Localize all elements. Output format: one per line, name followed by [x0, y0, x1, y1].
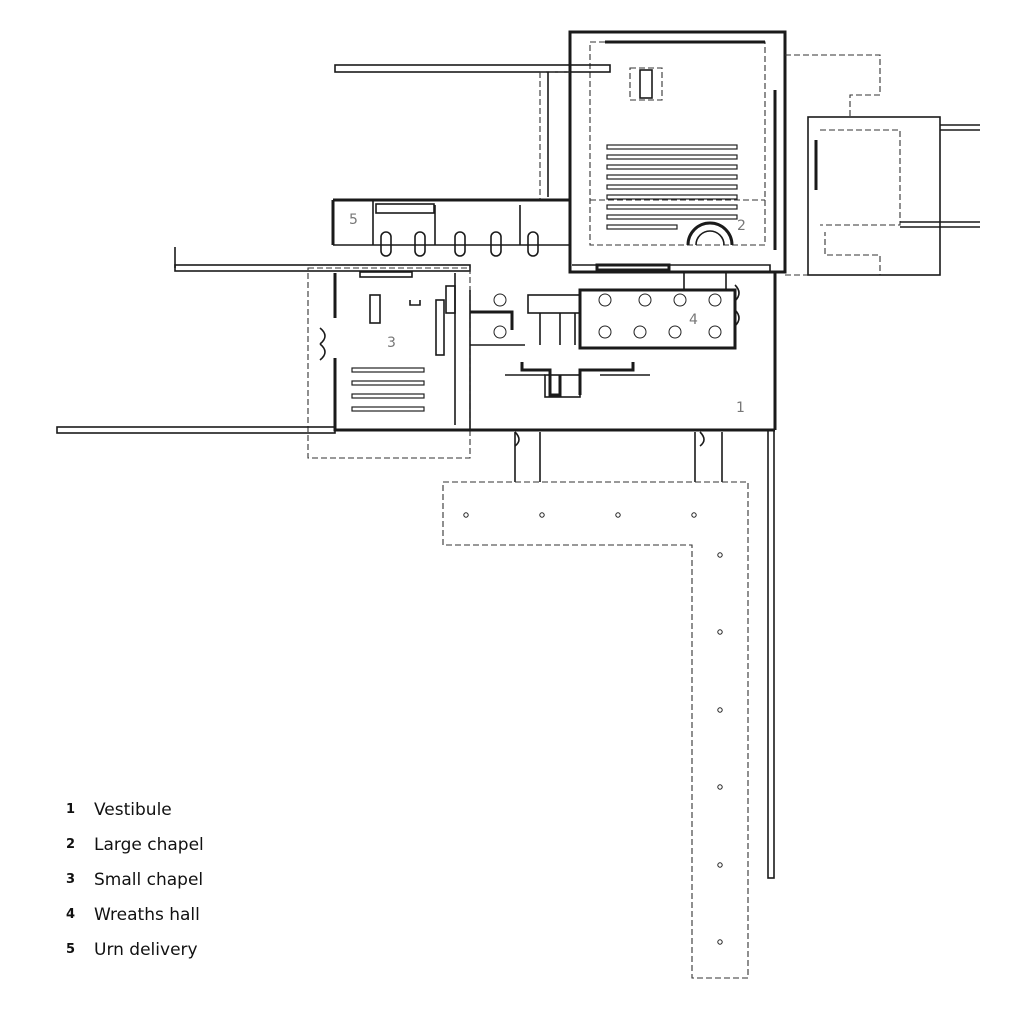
legend-number: 2	[66, 837, 76, 852]
right-annex	[785, 54, 980, 276]
legend-label: Vestibule	[94, 799, 172, 820]
column	[598, 325, 612, 339]
legend-number: 3	[66, 872, 76, 887]
pew	[606, 144, 738, 150]
column-dot	[717, 552, 723, 558]
legend-label: Small chapel	[94, 869, 204, 890]
label-large-chapel: 2	[737, 218, 746, 234]
column	[708, 293, 722, 307]
legend: 1 Vestibule 2 Large chapel 3 Small chapel 4…	[66, 792, 204, 967]
column	[638, 293, 652, 307]
pew	[606, 174, 738, 180]
vestibule	[470, 272, 777, 447]
door-oval	[490, 231, 502, 257]
small-chapel	[56, 247, 471, 459]
column	[493, 293, 507, 307]
column-dot	[539, 512, 545, 518]
column-dot	[615, 512, 621, 518]
door-oval	[527, 231, 539, 257]
legend-item: 4 Wreaths hall	[66, 897, 204, 932]
pew	[606, 214, 738, 220]
column	[668, 325, 682, 339]
pew	[606, 224, 678, 230]
column-dot	[691, 512, 697, 518]
legend-label: Wreaths hall	[94, 904, 200, 925]
legend-item: 2 Large chapel	[66, 827, 204, 862]
column-dot	[463, 512, 469, 518]
pew	[606, 154, 738, 160]
spiral-stair	[686, 221, 734, 246]
pew	[606, 204, 738, 210]
legend-label: Urn delivery	[94, 939, 198, 960]
label-urn-delivery: 5	[349, 212, 358, 228]
legend-item: 1 Vestibule	[66, 792, 204, 827]
column	[598, 293, 612, 307]
door-oval	[380, 231, 392, 257]
pew	[351, 367, 425, 373]
column	[708, 325, 722, 339]
service-wing	[331, 64, 771, 272]
legend-item: 5 Urn delivery	[66, 932, 204, 967]
column-dot	[717, 939, 723, 945]
legend-item: 3 Small chapel	[66, 862, 204, 897]
label-wreaths-hall: 4	[689, 312, 698, 328]
pew	[351, 380, 425, 386]
pew	[351, 393, 425, 399]
pew	[606, 164, 738, 170]
pew	[606, 194, 738, 200]
door-oval	[454, 231, 466, 257]
column-dot	[717, 862, 723, 868]
label-vestibule: 1	[736, 400, 745, 416]
legend-number: 1	[66, 802, 76, 817]
door-oval	[414, 231, 426, 257]
column-dot	[717, 629, 723, 635]
wreaths-hall	[470, 271, 737, 350]
legend-number: 5	[66, 942, 76, 957]
column	[493, 325, 507, 339]
legend-number: 4	[66, 907, 76, 922]
colonnade	[442, 429, 775, 979]
column	[633, 325, 647, 339]
pew	[606, 184, 738, 190]
column	[673, 293, 687, 307]
pew	[351, 406, 425, 412]
column-dot	[717, 784, 723, 790]
column-dot	[717, 707, 723, 713]
legend-label: Large chapel	[94, 834, 204, 855]
large-chapel	[568, 30, 787, 274]
label-small-chapel: 3	[387, 335, 396, 351]
